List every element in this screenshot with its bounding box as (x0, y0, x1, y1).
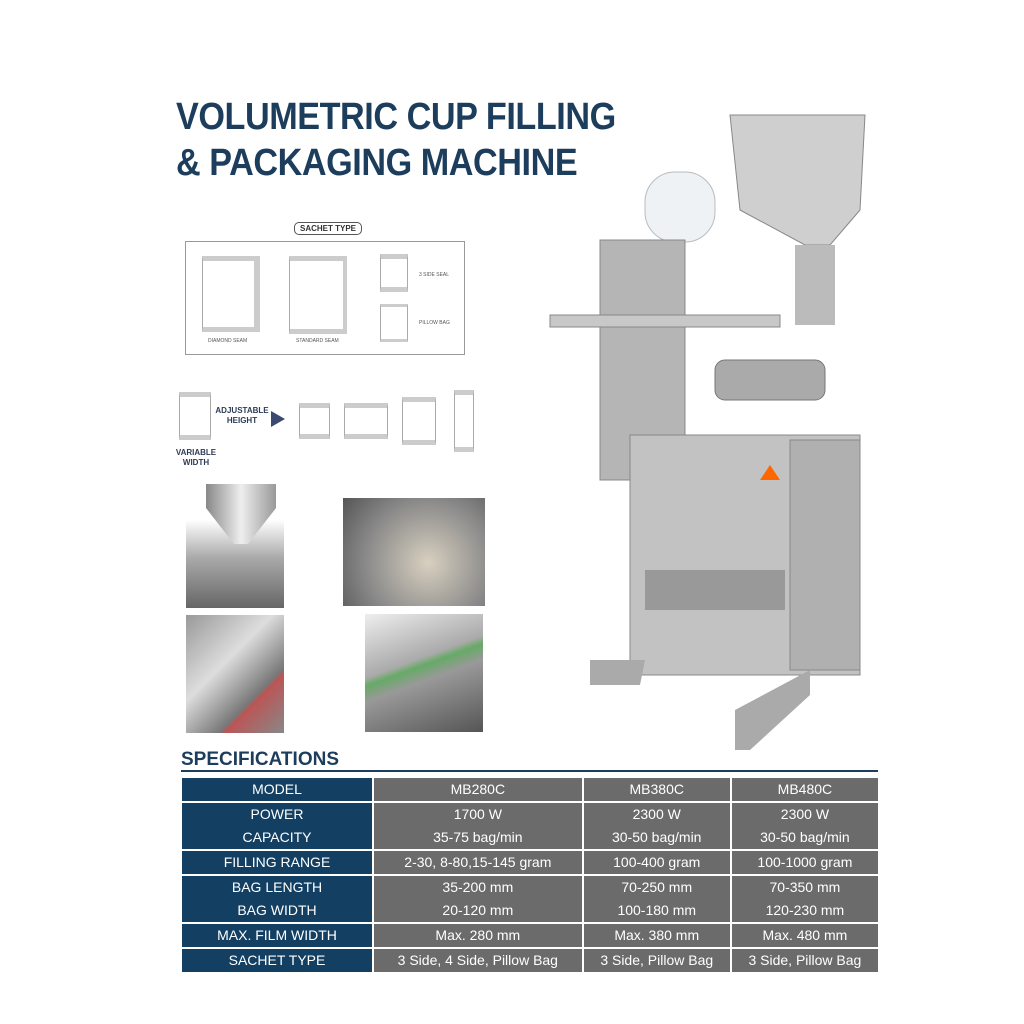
table-row: BAG LENGTH BAG WIDTH 35-200 mm 20-120 mm 7… (182, 876, 878, 922)
cell: 1700 W 35-75 bag/min (374, 803, 582, 849)
cell: 2300 W 30-50 bag/min (731, 803, 878, 849)
cell-value: 35-200 mm (442, 879, 514, 895)
cup-disc-photo (343, 498, 485, 606)
cell-value: 120-230 mm (765, 902, 845, 918)
variable-width-label: VARIABLE WIDTH (175, 448, 217, 467)
sachet-caption: 3 SIDE SEAL (419, 272, 450, 278)
cell: 70-250 mm 100-180 mm (583, 876, 730, 922)
hopper-photo (186, 482, 284, 608)
table-row: POWER CAPACITY 1700 W 35-75 bag/min 2300 W… (182, 803, 878, 849)
specifications-heading: SPECIFICATIONS (181, 749, 339, 770)
cell-value: 2300 W (780, 806, 830, 822)
label-power: POWER (250, 806, 304, 822)
cell: 2-30, 8-80,15-145 gram (374, 851, 582, 874)
row-label: MODEL (182, 778, 372, 801)
table-row: MAX. FILM WIDTH Max. 280 mm Max. 380 mm … (182, 924, 878, 947)
sachet-type-label: SACHET TYPE (294, 222, 363, 235)
adjustable-height-label: ADJUSTABLE HEIGHT (215, 406, 269, 425)
cell: 2300 W 30-50 bag/min (583, 803, 730, 849)
cell: 70-350 mm 120-230 mm (731, 876, 878, 922)
row-label: BAG LENGTH BAG WIDTH (182, 876, 372, 922)
cell: 3 Side, 4 Side, Pillow Bag (374, 949, 582, 972)
cell: MB380C (583, 778, 730, 801)
row-label: MAX. FILM WIDTH (182, 924, 372, 947)
cell-value: 100-180 mm (617, 902, 697, 918)
cell-value: 35-75 bag/min (433, 829, 523, 845)
bag-size-example (402, 397, 436, 445)
standard-seam-bag (289, 256, 347, 334)
cell-value: 20-120 mm (442, 902, 514, 918)
label-bag-length: BAG LENGTH (231, 879, 323, 895)
sealing-jaw-photo (186, 615, 284, 733)
sachet-type-diagram: DIAMOND SEAM STANDARD SEAM 3 SIDE SEAL P… (185, 241, 465, 355)
title-line-1: VOLUMETRIC CUP FILLING (176, 96, 616, 138)
table-row: SACHET TYPE 3 Side, 4 Side, Pillow Bag 3… (182, 949, 878, 972)
cell-value: 2300 W (632, 806, 681, 822)
machine-photo (549, 114, 866, 750)
cell: Max. 480 mm (731, 924, 878, 947)
row-label: SACHET TYPE (182, 949, 372, 972)
label-capacity: CAPACITY (242, 829, 312, 845)
row-label: FILLING RANGE (182, 851, 372, 874)
cell-value: 1700 W (453, 806, 502, 822)
cell: 3 Side, Pillow Bag (731, 949, 878, 972)
cell: MB280C (374, 778, 582, 801)
pillow-bag (380, 304, 408, 342)
cell: 3 Side, Pillow Bag (583, 949, 730, 972)
bag-size-example (344, 403, 388, 439)
specifications-table: MODEL MB280C MB380C MB480C POWER CAPACITY… (180, 776, 880, 974)
three-side-seal-bag (380, 254, 408, 292)
bag-size-example (299, 403, 330, 439)
bag-size-example (454, 390, 474, 452)
cell-value: 70-250 mm (621, 879, 693, 895)
cell: 100-400 gram (583, 851, 730, 874)
arrow-right-icon (271, 411, 285, 427)
cell-value: 30-50 bag/min (760, 829, 850, 845)
divider (181, 770, 878, 772)
diamond-seam-bag (202, 256, 260, 332)
cell-value: 70-350 mm (769, 879, 841, 895)
cell: Max. 280 mm (374, 924, 582, 947)
cell: Max. 380 mm (583, 924, 730, 947)
label-bag-width: BAG WIDTH (237, 902, 317, 918)
title-line-2: & PACKAGING MACHINE (176, 142, 578, 184)
cell-value: 30-50 bag/min (611, 829, 702, 845)
cell: MB480C (731, 778, 878, 801)
row-label: POWER CAPACITY (182, 803, 372, 849)
sachet-caption: PILLOW BAG (419, 320, 450, 326)
cell: 35-200 mm 20-120 mm (374, 876, 582, 922)
sachet-caption: STANDARD SEAM (296, 338, 339, 344)
sachet-caption: DIAMOND SEAM (208, 338, 248, 344)
table-row: MODEL MB280C MB380C MB480C (182, 778, 878, 801)
page-title: VOLUMETRIC CUP FILLING & PACKAGING MACHI… (176, 94, 644, 186)
variable-bag (179, 392, 211, 440)
cell: 100-1000 gram (731, 851, 878, 874)
table-row: FILLING RANGE 2-30, 8-80,15-145 gram 100… (182, 851, 878, 874)
bag-output-photo (365, 614, 483, 732)
